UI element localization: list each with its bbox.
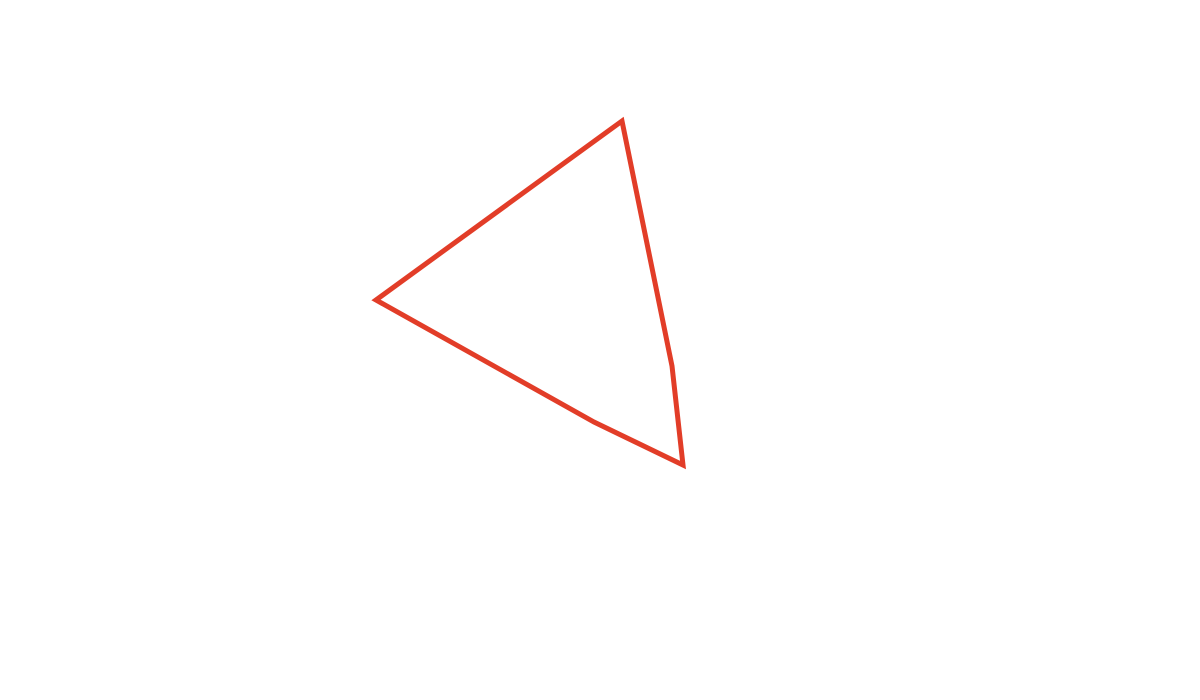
red-outline-shape [371,116,686,470]
